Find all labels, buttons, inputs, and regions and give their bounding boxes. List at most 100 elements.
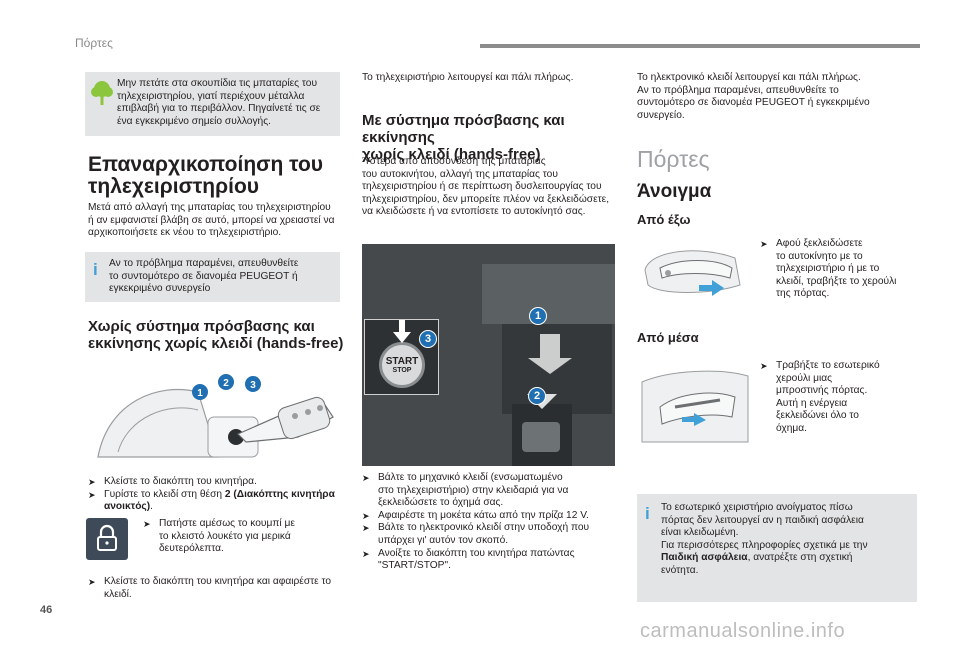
photo-callout-3: 3 <box>419 330 437 348</box>
info-note-line: Παιδική ασφάλεια, ανατρέξτε στη σχετική <box>661 552 911 565</box>
intro-line: συνεργείο. <box>637 109 685 121</box>
svg-text:3: 3 <box>250 380 256 391</box>
start-stop-button: START STOP <box>379 342 425 388</box>
step-item: ➤ Αφού ξεκλειδώσετε το αυτοκίνητο με το … <box>760 238 920 301</box>
bullet-arrow-icon: ➤ <box>362 510 370 521</box>
step-text: ξεκλειδώνει όλο το <box>776 410 859 422</box>
reset-heading-line: Επαναρχικοποίηση του <box>88 153 324 176</box>
step-item: ➤ Πατήστε αμέσως το κουμπί με <box>143 518 343 531</box>
child-lock-link[interactable]: Παιδική ασφάλεια <box>661 552 748 564</box>
step-text: Ανοίξτε το διακόπτη του κινητήρα πατώντα… <box>378 547 575 559</box>
step-text: Πατήστε αμέσως το κουμπί με <box>159 518 295 529</box>
photo-callout-2: 2 <box>528 387 546 405</box>
reset-text-line: Μετά από αλλαγή της μπαταρίας του τηλεχε… <box>88 202 331 213</box>
step-text: στο τηλεχειριστήριο) στην κλειδαριά για … <box>378 484 569 496</box>
step-text: Βάλτε το ηλεκτρονικό κλειδί στην υποδοχή… <box>378 522 590 534</box>
info-text: , ανατρέξτε στη σχετική <box>747 552 853 564</box>
ignition-drawing: 1 2 3 <box>97 374 334 458</box>
padlock-closed-icon <box>97 524 117 551</box>
step-text: Κλείστε το διακόπτη του κινητήρα και αφα… <box>104 576 332 587</box>
header-bar <box>480 44 920 48</box>
section-header: Πόρτες <box>75 36 113 50</box>
watermark: carmanualsonline.info <box>640 620 846 642</box>
info-note-line: το συντομότερο σε διανομέα PEUGEOT ή <box>109 270 298 282</box>
bullet-arrow-icon: ➤ <box>143 519 151 529</box>
inside-instruction: ➤ Τραβήξτε το εσωτερικό χερούλι μιας μπρ… <box>760 360 920 436</box>
step-item: ➤ Βάλτε το ηλεκτρονικό κλειδί στην υποδο… <box>362 522 627 547</box>
without-handsfree-heading: Χωρίς σύστημα πρόσβασης και εκκίνησης χω… <box>88 318 348 352</box>
bullet-arrow-icon: ➤ <box>88 577 96 587</box>
with-text-line: τηλεχειριστηρίου, δεν μπορείτε πλέον να … <box>362 193 610 205</box>
info-note-line: είναι κλειδωμένη. <box>661 527 739 539</box>
svg-text:2: 2 <box>223 378 229 389</box>
callout-2: 2 <box>218 374 234 390</box>
step-text: μπροστινής πόρτας. <box>776 385 868 397</box>
electronic-key-restored: Το ηλεκτρονικό κλειδί λειτουργεί και πάλ… <box>637 72 917 122</box>
info-note-box: i Αν το πρόβλημα παραμένει, απευθυνθείτε… <box>85 252 340 302</box>
info-note-line: Για περισσότερες πληροφορίες σχετικά με … <box>661 539 868 551</box>
with-text-line: να κλειδώσετε ή να εντοπίσετε το αυτοκίν… <box>362 206 586 218</box>
step-text: "START/STOP". <box>378 560 451 572</box>
bullet-arrow-icon: ➤ <box>760 361 768 371</box>
with-text-line: τηλεχειριστηρίου ή σε περίπτωση δυσλειτο… <box>362 181 602 193</box>
step-text: Βάλτε το μηχανικό κλειδί (ενσωματωμένο <box>378 472 563 483</box>
outside-handle-illustration <box>640 240 750 305</box>
lock-button-figure <box>86 518 128 560</box>
lock-step: ➤ Πατήστε αμέσως το κουμπί με το κλειστό … <box>143 518 343 556</box>
step-item: ➤ Βάλτε το μηχανικό κλειδί (ενσωματωμένο… <box>362 472 627 510</box>
with-text-line: του αυτοκινήτου, αλλαγή της μπαταρίας το… <box>362 168 558 180</box>
from-outside-heading: Από έξω <box>637 212 691 227</box>
stop-label: STOP <box>392 367 412 374</box>
step-bold-text: ανοικτός) <box>104 501 151 513</box>
bullet-arrow-icon: ➤ <box>362 473 370 483</box>
intro-line: Το ηλεκτρονικό κλειδί λειτουργεί και πάλ… <box>637 72 861 83</box>
remote-restored-text: Το τηλεχειριστήριο λειτουργεί και πάλι π… <box>362 72 574 83</box>
info-note-line: Αν το πρόβλημα παραμένει, απευθυνθείτε <box>109 258 299 269</box>
doors-section-title: Πόρτες <box>637 146 710 172</box>
tree-icon <box>91 81 113 105</box>
without-heading-line: Χωρίς σύστημα πρόσβασης και <box>88 318 315 335</box>
step-text: δευτερόλεπτα. <box>159 543 224 555</box>
bullet-arrow-icon: ➤ <box>88 489 96 500</box>
photo-callout-1: 1 <box>529 307 547 325</box>
step-text: το κλειστό λουκέτο για μερικά <box>159 530 291 542</box>
step-text: τηλεχειριστήριο ή με το <box>776 263 880 275</box>
eco-note-line: επιβλαβή για το περιβάλλον. Πηγαίνετέ τι… <box>117 103 321 115</box>
step-text: όχημα. <box>776 422 807 434</box>
eco-note-line: Μην πετάτε στα σκουπίδια τις μπαταρίες τ… <box>117 78 318 89</box>
from-inside-heading: Από μέσα <box>637 330 699 345</box>
step-text: της πόρτας. <box>776 288 830 300</box>
with-heading-line: χωρίς κλειδί (hands-free) <box>362 146 541 163</box>
reset-text-line: αρχικοποιήσετε εκ νέου το τηλεχειριστήρι… <box>88 227 282 239</box>
without-heading-line: εκκίνησης χωρίς κλειδί (hands-free) <box>88 335 344 352</box>
info-note-line: πόρτας δεν λειτουργεί αν η παιδική ασφάλ… <box>661 514 864 526</box>
step-text: Κλείστε το διακόπτη του κινητήρα. <box>104 476 257 487</box>
eco-note-line: τηλεχειριστηρίου, γιατί περιέχουν μέταλλ… <box>117 90 305 102</box>
step-text: Τραβήξτε το εσωτερικό <box>776 360 880 371</box>
start-label: START <box>385 356 419 367</box>
with-handsfree-paragraph: Ύστερα από αποσύνδεση της μπαταρίας του … <box>362 156 627 219</box>
info-note-line: Το εσωτερικό χειριστήριο ανοίγματος πίσω <box>661 502 853 513</box>
start-stop-inset: START STOP <box>364 319 439 395</box>
bullet-arrow-icon: ➤ <box>362 523 370 534</box>
final-step: ➤ Κλείστε το διακόπτη του κινητήρα και αφ… <box>88 576 348 601</box>
info-icon: i <box>93 260 98 279</box>
step-item-cont: ανοικτός). <box>88 501 348 514</box>
with-handsfree-heading: Με σύστημα πρόσβασης και εκκίνησης χωρίς… <box>362 112 627 163</box>
keyless-backup-photo: START STOP 1 2 3 <box>362 244 615 466</box>
step-text: κλειδί, τραβήξτε το χερούλι <box>776 275 897 287</box>
step-text: χερούλι μιας <box>776 372 833 384</box>
step-item: ➤Κλείστε το διακόπτη του κινητήρα. <box>88 476 348 489</box>
step-text: ξεκλειδώσετε το όχημά σας. <box>378 497 504 509</box>
bullet-arrow-icon: ➤ <box>362 548 370 559</box>
reset-paragraph: Μετά από αλλαγή της μπαταρίας του τηλεχε… <box>88 202 348 240</box>
svg-text:1: 1 <box>197 388 203 399</box>
with-text-line: Ύστερα από αποσύνδεση της μπαταρίας <box>362 156 546 167</box>
outside-handle-drawing <box>644 250 741 296</box>
step-text: . <box>150 501 153 513</box>
inside-handle-illustration <box>640 362 750 447</box>
opening-heading: Άνοιγμα <box>637 181 712 202</box>
step-text: Αυτή η ενέργεια <box>776 397 848 409</box>
info-note-line: ενότητα. <box>661 564 699 576</box>
intro-line: Αν το πρόβλημα παραμένει, απευθυνθείτε τ… <box>637 84 839 96</box>
